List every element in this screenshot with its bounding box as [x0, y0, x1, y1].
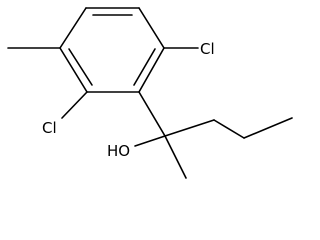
atom-label-cl-bottom: Cl — [42, 119, 57, 137]
chain-bond-2 — [213, 119, 245, 139]
ring-bond-lower-right — [138, 47, 165, 93]
ring-to-quaternary-bond — [138, 91, 166, 137]
ring-bond-lower-left — [59, 47, 88, 93]
ring-double-bond-right — [133, 48, 156, 86]
cl-bottom-bond — [61, 91, 88, 119]
chain-bond-1 — [164, 119, 215, 137]
ring-bond-upper-right — [138, 7, 165, 49]
quaternary-to-oh-bond — [134, 135, 166, 147]
atom-label-hydroxyl: HO — [107, 142, 130, 160]
atom-label-cl-top: Cl — [200, 40, 215, 58]
chain-bond-3 — [243, 117, 293, 139]
benzene-ring — [59, 7, 165, 93]
structure-diagram: Cl Cl HO — [7, 7, 293, 179]
quaternary-to-methyl-bond — [164, 135, 187, 179]
ring-double-bond-left — [68, 48, 93, 86]
ring-bond-upper-left — [59, 7, 87, 49]
